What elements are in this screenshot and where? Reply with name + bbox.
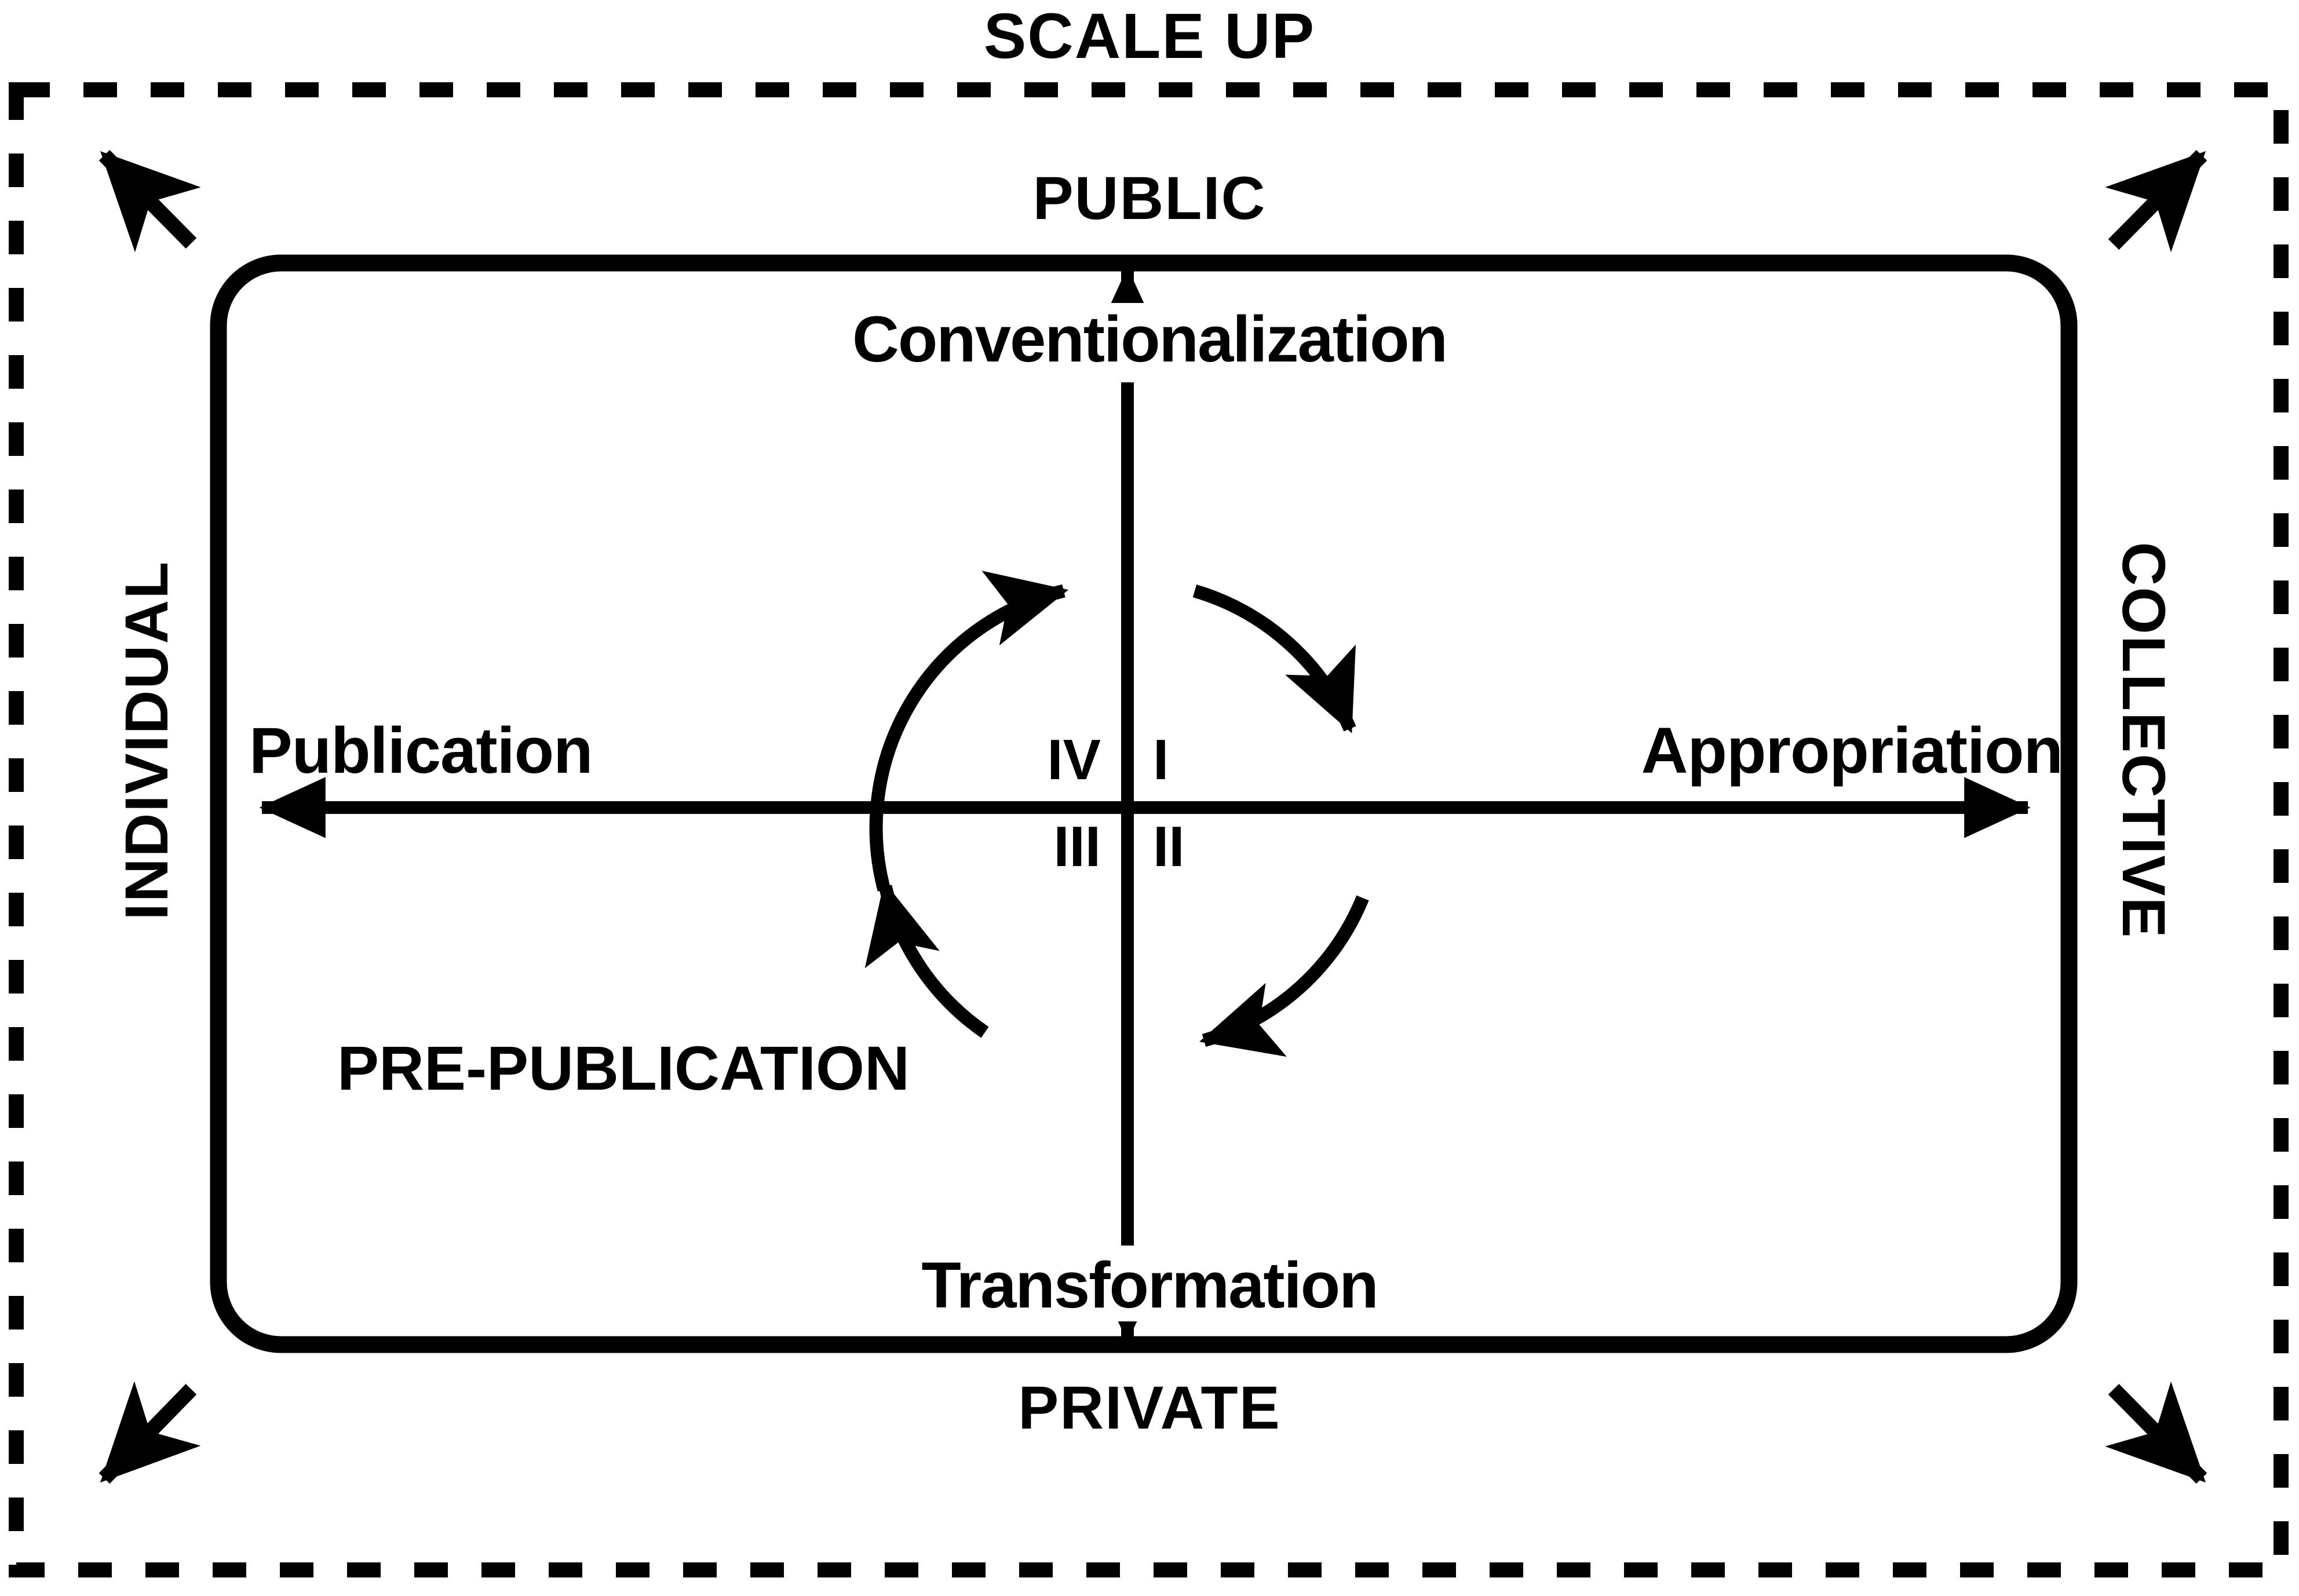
axis-direction-conventionalization: Conventionalization xyxy=(0,303,2299,375)
axis-direction-transformation: Transformation xyxy=(0,1249,2299,1321)
cycle-arc-iii xyxy=(864,881,989,1038)
corner-arrow-top-right xyxy=(2105,149,2207,253)
corner-arrow-bottom-left xyxy=(98,1381,201,1484)
axis-pole-private: PRIVATE xyxy=(1018,1374,1281,1442)
cycle-arc-i xyxy=(1192,584,1356,733)
quadrant-numeral-iv: IV xyxy=(1047,728,1101,791)
quadrant-numeral-ii: II xyxy=(1153,815,1185,878)
axis-direction-publication: Publication xyxy=(249,714,593,787)
corner-arrow-top-left xyxy=(98,149,201,253)
cycle-arc-ii xyxy=(1199,895,1369,1057)
outer-dashed-frame xyxy=(9,82,2289,1577)
axis-direction-transformation-text: Transformation xyxy=(906,1249,1393,1321)
axis-pole-public: PUBLIC xyxy=(1032,165,1267,232)
axis-pole-collective-text: COLLECTIVE xyxy=(2110,542,2178,939)
zone-label-pre-publication: PRE-PUBLICATION xyxy=(337,1033,910,1103)
scale-up-title: SCALE UP xyxy=(983,1,1316,72)
inner-rounded-frame xyxy=(210,254,2078,1353)
quadrant-numeral-i: I xyxy=(1153,728,1169,791)
corner-arrow-bottom-right xyxy=(2105,1381,2207,1484)
axis-pole-individual-text: INDIVIDUAL xyxy=(112,560,181,921)
quadrant-numeral-iii: III xyxy=(1053,815,1101,878)
axis-direction-appropriation: Appropriation xyxy=(1641,714,2063,787)
axis-direction-conventionalization-text: Conventionalization xyxy=(837,303,1462,375)
cycle-arc-iv xyxy=(869,571,1069,892)
